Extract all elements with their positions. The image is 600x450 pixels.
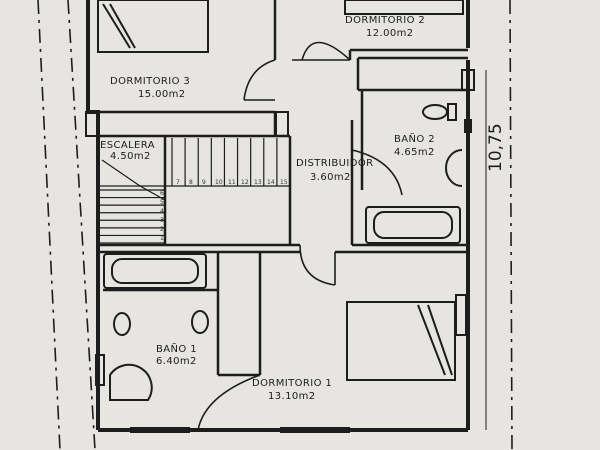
area-bano-2: 4.65m2	[394, 147, 435, 158]
windows	[85, 69, 475, 433]
label-dormitorio-3: DORMITORIO 3	[110, 76, 190, 87]
bed-dormitorio-1	[346, 301, 456, 381]
stair-number: 15	[280, 179, 288, 186]
label-bano-1: BAÑO 1	[156, 342, 197, 355]
door-swings	[197, 41, 403, 431]
bathtub-bano-1	[103, 253, 207, 289]
label-escalera: ESCALERA	[100, 140, 155, 151]
bed-dormitorio-2	[344, 0, 464, 15]
bed-dormitorio-3	[97, 0, 209, 53]
toilet-bano-1	[113, 310, 209, 336]
stair-number: 2	[160, 226, 164, 233]
stair-number: 9	[202, 179, 206, 186]
sink-bano-1	[109, 363, 153, 401]
stair-number: 11	[228, 179, 236, 186]
area-escalera: 4.50m2	[110, 151, 151, 162]
sink-bano-2	[445, 149, 463, 187]
stair-number: 1	[160, 235, 164, 242]
stair-number: 6	[160, 190, 164, 197]
stair-number: 7	[176, 179, 180, 186]
label-dormitorio-2: DORMITORIO 2	[345, 15, 425, 26]
stair-number: 3	[160, 217, 164, 224]
area-bano-1: 6.40m2	[156, 356, 197, 367]
stair-direction-line	[101, 159, 166, 201]
area-dormitorio-3: 15.00m2	[138, 89, 186, 100]
lot-boundary	[37, 0, 513, 450]
stair-number: 8	[189, 179, 193, 186]
stair-number: 13	[254, 179, 262, 186]
area-distribuidor: 3.60m2	[310, 172, 351, 183]
stair-number: 4	[160, 208, 164, 215]
stair-number: 14	[267, 179, 275, 186]
dimension-label: 10,75	[486, 123, 506, 172]
bathtub-bano-2	[365, 206, 461, 244]
stair-number: 12	[241, 179, 249, 186]
toilet-bano-2	[422, 103, 457, 121]
label-bano-2: BAÑO 2	[394, 132, 435, 145]
stairs	[100, 138, 291, 244]
label-distribuidor: DISTRIBUIDOR	[296, 158, 373, 169]
area-dormitorio-1: 13.10m2	[268, 391, 316, 402]
interior-walls	[88, 0, 468, 377]
label-dormitorio-1: DORMITORIO 1	[252, 378, 332, 389]
area-dormitorio-2: 12.00m2	[366, 28, 414, 39]
stair-number: 5	[160, 199, 164, 206]
stair-number: 10	[215, 179, 223, 186]
